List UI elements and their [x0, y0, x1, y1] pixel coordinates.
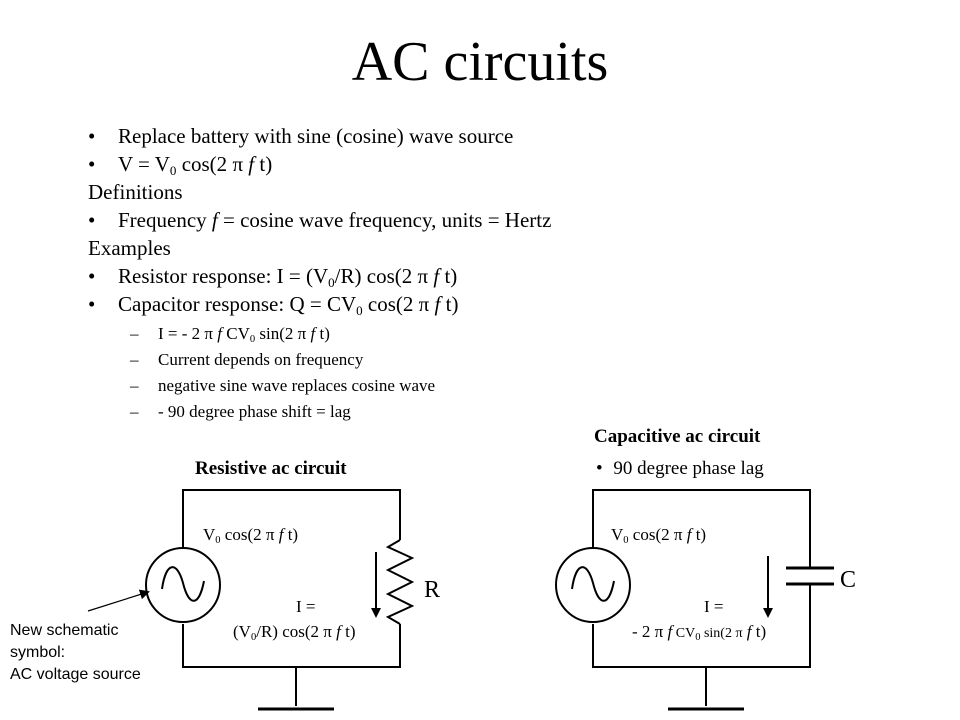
annotation-arrow [87, 589, 150, 612]
capacitive-current-label: I = [704, 597, 724, 616]
ac-source-symbol-right [555, 547, 631, 623]
subbullet-current-equation: – I = - 2 π f CV0 sin(2 π f t) [130, 324, 330, 346]
page-title: AC circuits [351, 31, 609, 93]
dash-marker: – [130, 350, 139, 369]
resistive-circuit-title: Resistive ac circuit [195, 458, 347, 479]
capacitor-label: C [840, 567, 857, 593]
bullet-capacitor-response: • Capacitor response: Q = CV0 cos(2 π f … [88, 292, 459, 318]
bullet-marker: • [88, 208, 96, 232]
capacitive-circuit-title: Capacitive ac circuit [594, 426, 761, 447]
subbullet-frequency-dependence: – Current depends on frequency [130, 348, 363, 372]
dash-marker: – [130, 324, 139, 343]
definitions-heading: Definitions [88, 180, 183, 204]
dash-marker: – [130, 402, 139, 421]
bullet-replace-battery: • Replace battery with sine (cosine) wav… [88, 124, 514, 148]
resistor-label: R [424, 577, 441, 603]
resistive-current-expression: (V0/R) cos(2 π f t) [233, 622, 356, 644]
ac-source-annotation: New schematic symbol: AC voltage source [10, 622, 141, 683]
bullet-marker: • [596, 458, 603, 479]
resistor-symbol [385, 539, 415, 625]
capacitive-circuit-wires [592, 489, 811, 706]
resistive-circuit-wires [182, 489, 401, 706]
bullet-voltage-equation: • V = V0 cos(2 π f t) [88, 152, 273, 178]
bullet-marker: • [88, 124, 96, 148]
bullet-marker: • [88, 264, 96, 288]
subbullet-phase-shift: – - 90 degree phase shift = lag [130, 400, 351, 424]
bullet-marker: • [88, 152, 96, 176]
bullet-resistor-response: • Resistor response: I = (V0/R) cos(2 π … [88, 264, 458, 290]
bullet-frequency: • Frequency f = cosine wave frequency, u… [88, 208, 552, 232]
capacitive-current-expression: - 2 π f CV0 sin(2 π f t) [632, 622, 767, 644]
dash-marker: – [130, 376, 139, 395]
subbullet-negative-sine: – negative sine wave replaces cosine wav… [130, 374, 435, 398]
resistive-source-label: V0 cos(2 π f t) [203, 525, 299, 547]
capacitive-note: • 90 degree phase lag [596, 458, 764, 479]
resistive-current-label: I = [296, 597, 316, 616]
capacitive-source-label: V0 cos(2 π f t) [611, 525, 707, 547]
examples-heading: Examples [88, 236, 171, 260]
ac-source-symbol-left [145, 547, 221, 623]
bullet-marker: • [88, 292, 96, 316]
capacitor-symbol [786, 566, 834, 586]
